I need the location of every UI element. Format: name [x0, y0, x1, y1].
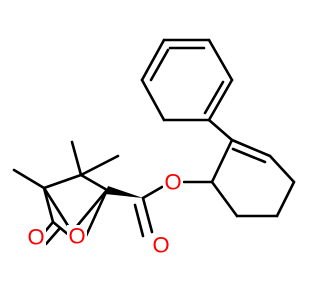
ring-oxygen-label: O [68, 224, 85, 249]
bond [79, 154, 120, 177]
bond [230, 138, 272, 158]
carbonyl-oxygen: O [151, 233, 171, 258]
bond [210, 180, 239, 218]
bond [141, 185, 164, 200]
bond [12, 168, 46, 190]
bond [42, 186, 74, 234]
bond [84, 188, 109, 238]
phenyl-ring [140, 38, 234, 122]
label-background [67, 225, 87, 247]
bond [268, 154, 296, 184]
lactone-carbonyl-oxygen: O [26, 225, 46, 250]
cyclohexene-ring [210, 138, 296, 218]
bond [207, 78, 234, 122]
bond [207, 38, 234, 82]
bond [70, 140, 83, 177]
carbonyl-oxygen-label: O [152, 233, 169, 258]
bond [207, 118, 234, 142]
double-bond-inner [149, 48, 170, 82]
double-bond-inner [203, 80, 225, 115]
bond [210, 138, 234, 184]
double-bond-inner [44, 226, 62, 246]
bond [42, 173, 83, 190]
bond [140, 78, 166, 122]
ester-oxygen: O [163, 170, 183, 195]
structure-drawing: O O O O [12, 38, 296, 258]
bond [141, 196, 154, 234]
bond [79, 173, 109, 192]
ring-oxygen: O [67, 224, 87, 249]
bond [42, 186, 55, 224]
lactone-oxygen-label: O [27, 225, 44, 250]
label-background [151, 234, 171, 256]
bond [140, 38, 166, 82]
label-background [163, 171, 183, 193]
double-bond-inner [231, 147, 267, 164]
bond [275, 180, 296, 218]
double-bond-inner [133, 203, 145, 238]
ester-oxygen-label: O [164, 170, 181, 195]
wedge-bond [105, 186, 143, 198]
label-background [26, 226, 46, 248]
molecule-diagram: O O O O [12, 38, 296, 258]
